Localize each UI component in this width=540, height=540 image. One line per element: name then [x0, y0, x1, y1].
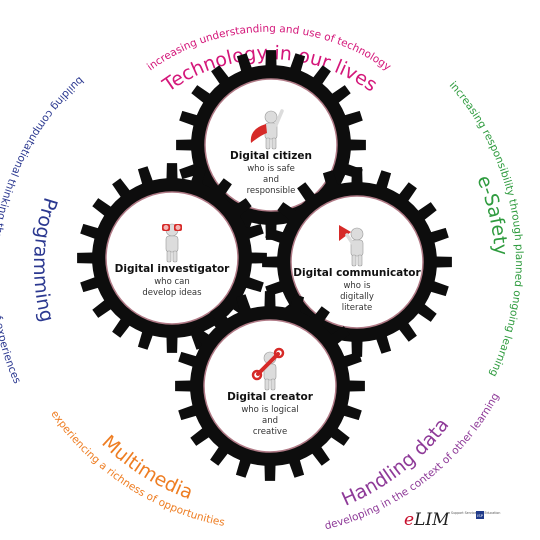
gear-citizen-title: Digital citizen: [230, 150, 312, 162]
logo-badge-box: [476, 511, 484, 519]
gear-citizen-line: and: [263, 175, 279, 185]
gear-citizen-line: who is safe: [247, 164, 295, 174]
gear-citizen-line: responsible: [247, 186, 296, 196]
gear-investigator-line: who can: [154, 277, 190, 287]
gear-creator-line: creative: [253, 427, 287, 437]
gear-creator-title: Digital creator: [227, 391, 314, 403]
logo-wordmark: eLIM: [404, 510, 450, 530]
gear-citizen-face: [204, 78, 338, 212]
gear-communicator-face: [290, 195, 424, 329]
programming-title: Programming: [29, 195, 61, 324]
gear-communicator-line: who is: [343, 281, 371, 291]
caped-figure-icon-icon: [250, 109, 284, 150]
gear-creator-line: and: [262, 416, 278, 426]
gear-investigator-line: develop ideas: [142, 288, 202, 298]
gear-communicator-line: digitally: [340, 292, 374, 302]
gear-creator-face: [203, 319, 337, 453]
gear-investigator-title: Digital investigator: [115, 263, 231, 275]
logo-badge: ISP: [477, 513, 484, 518]
gear-communicator-title: Digital communicator: [293, 267, 421, 279]
logo-lim: LIM: [413, 510, 450, 530]
elim-logo: eLIM Support Services for Education ISP: [404, 510, 500, 530]
esafety-subtitle: increasing responsibility through planne…: [447, 79, 525, 378]
binoculars-figure-icon-icon: [162, 223, 182, 263]
wrench-figure-icon-icon: [251, 347, 285, 391]
gear-communicator-line: literate: [342, 303, 373, 313]
gear-creator-line: who is logical: [241, 405, 298, 415]
gear-investigator-face: [105, 191, 239, 325]
logo-tagline: Support Services for Education: [451, 511, 500, 515]
megaphone-figure-icon-icon: [339, 225, 364, 267]
gear-communicator: Digital communicator who isdigitallyliter…: [262, 167, 452, 357]
logo-e: e: [404, 510, 414, 530]
